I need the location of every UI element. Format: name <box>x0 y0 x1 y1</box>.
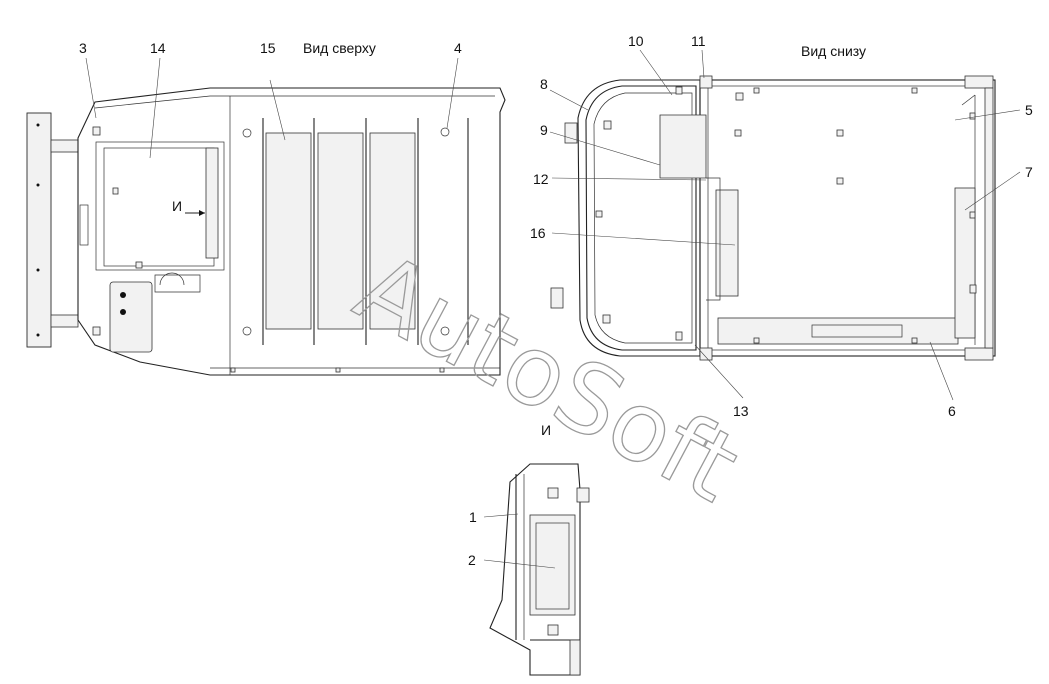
detail-view-caption: И <box>541 422 551 438</box>
callout-7: 7 <box>1025 164 1033 180</box>
callout-3: 3 <box>79 40 87 56</box>
callouts: 3 14 15 4 10 11 8 9 12 16 5 7 6 13 1 2 <box>79 33 1033 569</box>
top-view-caption: Вид сверху <box>303 40 376 56</box>
callout-8: 8 <box>540 76 548 92</box>
top-view-drawing <box>26 87 506 376</box>
callout-13: 13 <box>733 403 749 419</box>
callout-4: 4 <box>454 40 462 56</box>
callout-15: 15 <box>260 40 276 56</box>
callout-1: 1 <box>469 509 477 525</box>
detail-view-drawing <box>489 463 590 676</box>
view-direction-label: И <box>172 198 182 214</box>
callout-14: 14 <box>150 40 166 56</box>
callout-2: 2 <box>468 552 476 568</box>
callout-9: 9 <box>540 122 548 138</box>
callout-12: 12 <box>533 171 549 187</box>
callout-5: 5 <box>1025 102 1033 118</box>
callout-16: 16 <box>530 225 546 241</box>
watermark-logo: AutoSoft <box>339 231 756 523</box>
callout-6: 6 <box>948 403 956 419</box>
callout-11: 11 <box>691 33 706 49</box>
bottom-view-drawing <box>550 75 996 361</box>
callout-10: 10 <box>628 33 644 49</box>
bottom-view-caption: Вид снизу <box>801 43 866 59</box>
